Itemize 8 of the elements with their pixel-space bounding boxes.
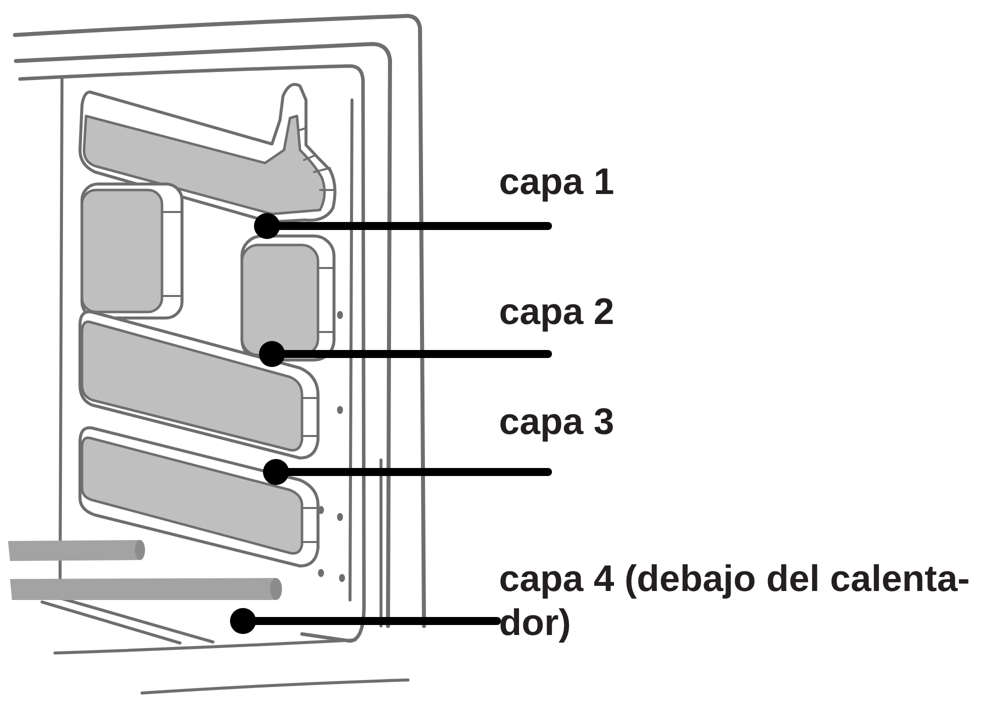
callout-label: capa 2 [499,290,614,334]
leader-line [263,459,552,485]
callout-label: capa 4 (debajo del calenta-dor) [499,557,989,645]
callout-label: capa 3 [499,400,614,444]
callout-label: capa 1 [499,160,614,204]
leader-line [259,341,552,367]
leader-line [254,213,552,239]
leader-line [230,608,501,634]
